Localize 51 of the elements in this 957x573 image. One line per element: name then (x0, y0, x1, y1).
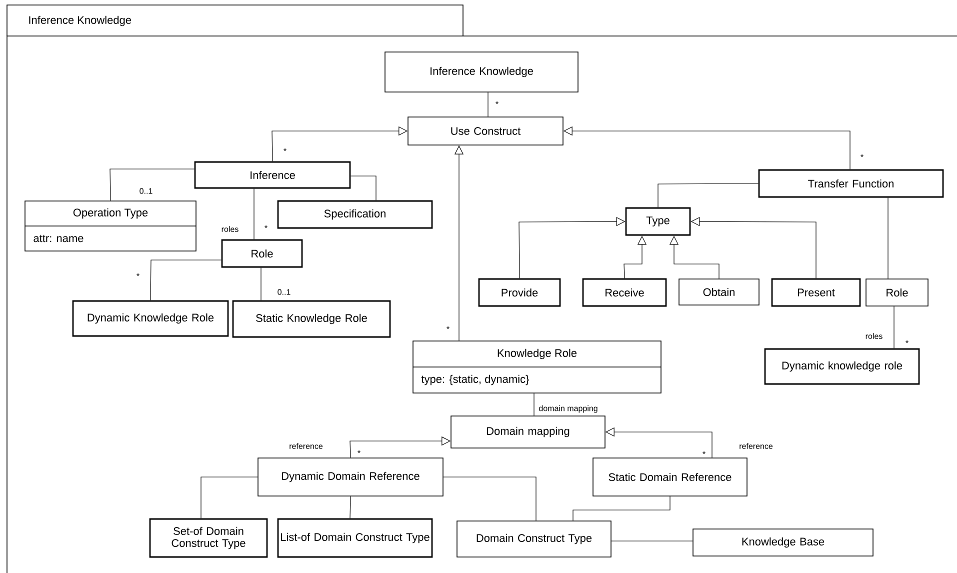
edge-label: * (264, 224, 268, 232)
class-box: Static Domain Reference (592, 458, 748, 496)
connector (443, 476, 536, 521)
connector (200, 476, 258, 519)
class-box: Role (221, 239, 303, 268)
class-box: Obtain (678, 278, 760, 306)
edge-label: * (904, 340, 910, 346)
class-box: Receive (582, 278, 667, 307)
edge-label: domain mapping (538, 404, 598, 414)
role-label: roles (866, 333, 882, 339)
class-box: Provide (478, 278, 561, 307)
edge-label: * (702, 450, 706, 458)
class-box: Specification (277, 200, 433, 229)
connector (572, 496, 670, 521)
class-box: Operation Type attr: name (24, 200, 196, 252)
edge-label: * (860, 154, 864, 160)
class-box: Role (866, 278, 928, 306)
class-box: Type (625, 207, 691, 236)
class-box: Knowledge Base (692, 528, 874, 556)
edge-label: * (446, 326, 450, 332)
class-box: Domain mapping (450, 416, 606, 448)
connector (350, 496, 351, 519)
role-label: reference (740, 443, 773, 449)
connector (350, 176, 376, 201)
edge-label: 0..1 (276, 288, 292, 296)
class-box: Inference (194, 161, 351, 189)
connector (260, 267, 262, 301)
connector (150, 260, 222, 301)
edge-label: * (136, 272, 140, 280)
connector (611, 540, 693, 542)
class-box: Inference Knowledge (384, 52, 578, 92)
edge-label: * (494, 100, 500, 108)
class-box: Knowledge Role type: {static, dynamic} (412, 340, 662, 394)
connector (110, 168, 195, 201)
role-label: roles (222, 226, 238, 232)
class-box: Static Knowledge Role (232, 300, 391, 338)
class-box: Set-of Domain Construct Type (149, 518, 268, 558)
frame-title: Inference Knowledge (6, 4, 464, 36)
class-box: Present (771, 278, 861, 307)
class-box: Transfer Function (758, 169, 944, 198)
class-box: Use Construct (408, 116, 564, 146)
class-box: Domain Construct Type (456, 520, 612, 558)
edge-label: 0..1 (138, 188, 154, 194)
class-box: Dynamic Knowledge Role (72, 300, 229, 337)
role-label: reference (290, 443, 323, 449)
connector (658, 183, 759, 208)
class-box: Dynamic knowledge role (764, 348, 920, 385)
class-box: List-of Domain Construct Type (277, 518, 433, 558)
class-box: Dynamic Domain Reference (258, 458, 444, 496)
edge-label: * (282, 148, 288, 154)
edge-label: * (356, 450, 362, 456)
